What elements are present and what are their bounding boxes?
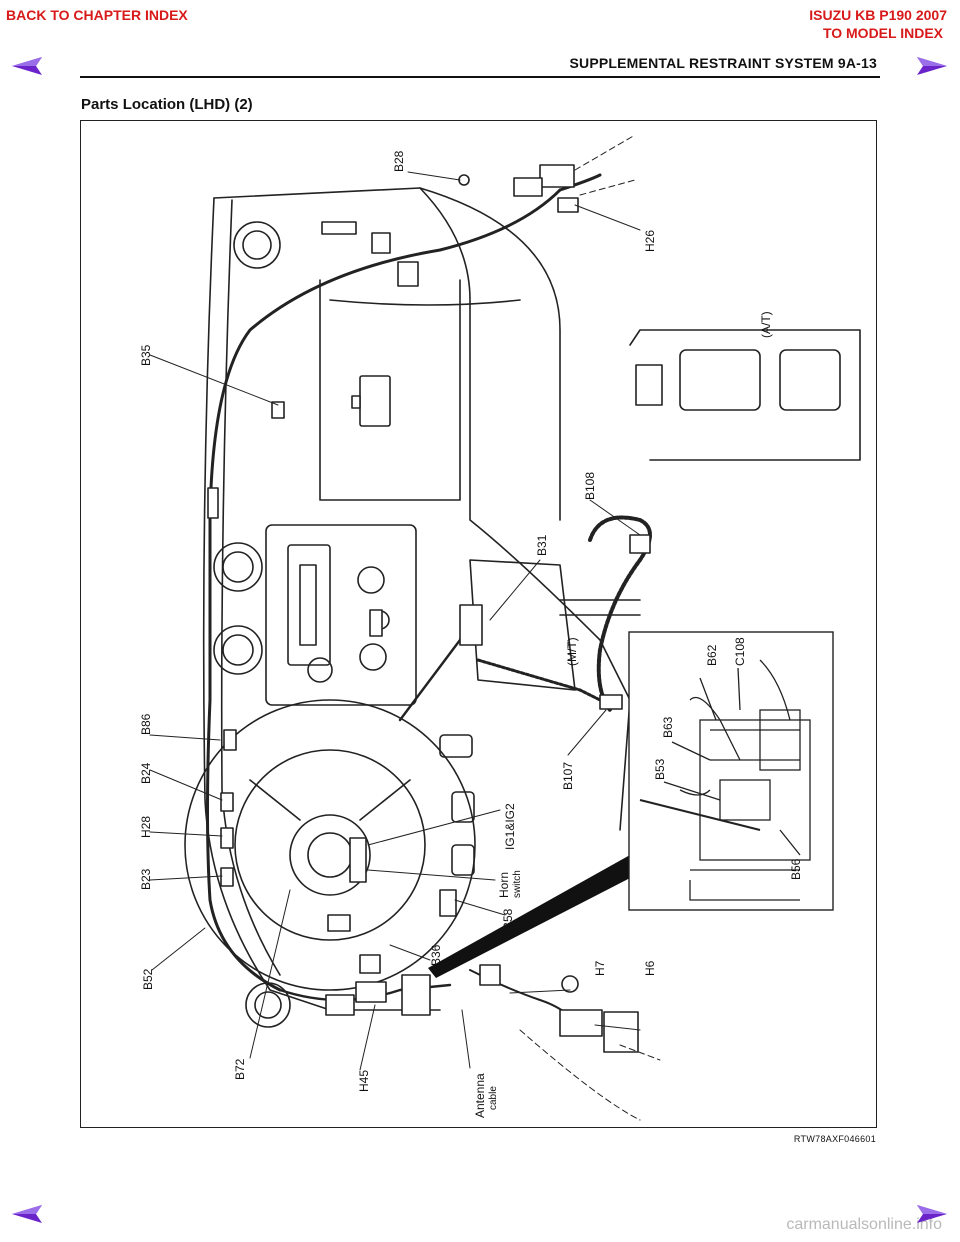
- to-model-index-link[interactable]: TO MODEL INDEX: [822, 25, 943, 41]
- label-b107: B107: [561, 762, 575, 790]
- next-page-arrow-icon[interactable]: [915, 1204, 949, 1224]
- label-b56: B56: [789, 858, 803, 880]
- label-b24: B24: [139, 762, 153, 784]
- figure-frame: [80, 120, 877, 1128]
- label-b35: B35: [139, 344, 153, 366]
- label-switch: switch: [512, 870, 523, 898]
- inset-detail-box: [628, 631, 834, 911]
- next-page-arrow-icon[interactable]: [915, 56, 949, 76]
- label-h26-top: H26: [643, 230, 657, 252]
- label-b72: B72: [233, 1058, 247, 1080]
- label-b23: B23: [139, 868, 153, 890]
- label-ig1-ig2: IG1&IG2: [503, 803, 517, 850]
- watermark: carmanualsonline.info: [786, 1216, 942, 1233]
- label-b58: B58: [501, 908, 515, 930]
- label-h28: H28: [139, 816, 153, 838]
- label-h6: H6: [643, 960, 657, 976]
- back-to-chapter-index-link[interactable]: BACK TO CHAPTER INDEX: [6, 7, 188, 23]
- label-b31: B31: [535, 534, 549, 556]
- label-c108: C108: [733, 637, 747, 666]
- label-b86: B86: [139, 713, 153, 735]
- label-at: (A/T): [759, 311, 773, 338]
- label-cable: cable: [488, 1086, 499, 1110]
- label-b63: B63: [661, 716, 675, 738]
- label-b108: B108: [583, 472, 597, 500]
- label-h45: H45: [357, 1070, 371, 1092]
- previous-page-arrow-icon[interactable]: [10, 56, 44, 76]
- label-antenna: Antenna: [473, 1073, 487, 1118]
- label-b62: B62: [705, 644, 719, 666]
- section-title: SUPPLEMENTAL RESTRAINT SYSTEM 9A-13: [569, 55, 877, 71]
- model-title: ISUZU KB P190 2007: [809, 7, 947, 23]
- label-mt: (M/T): [565, 637, 579, 666]
- page-heading: Parts Location (LHD) (2): [81, 96, 253, 113]
- label-b52: B52: [141, 968, 155, 990]
- header-divider: [80, 76, 880, 78]
- previous-page-arrow-icon[interactable]: [10, 1204, 44, 1224]
- label-b28: B28: [392, 150, 406, 172]
- label-horn: Horn: [497, 872, 511, 898]
- label-b53: B53: [653, 758, 667, 780]
- label-b36: B36: [429, 944, 443, 966]
- label-h7: H7: [593, 960, 607, 976]
- figure-reference-code: RTW78AXF046601: [793, 1134, 876, 1144]
